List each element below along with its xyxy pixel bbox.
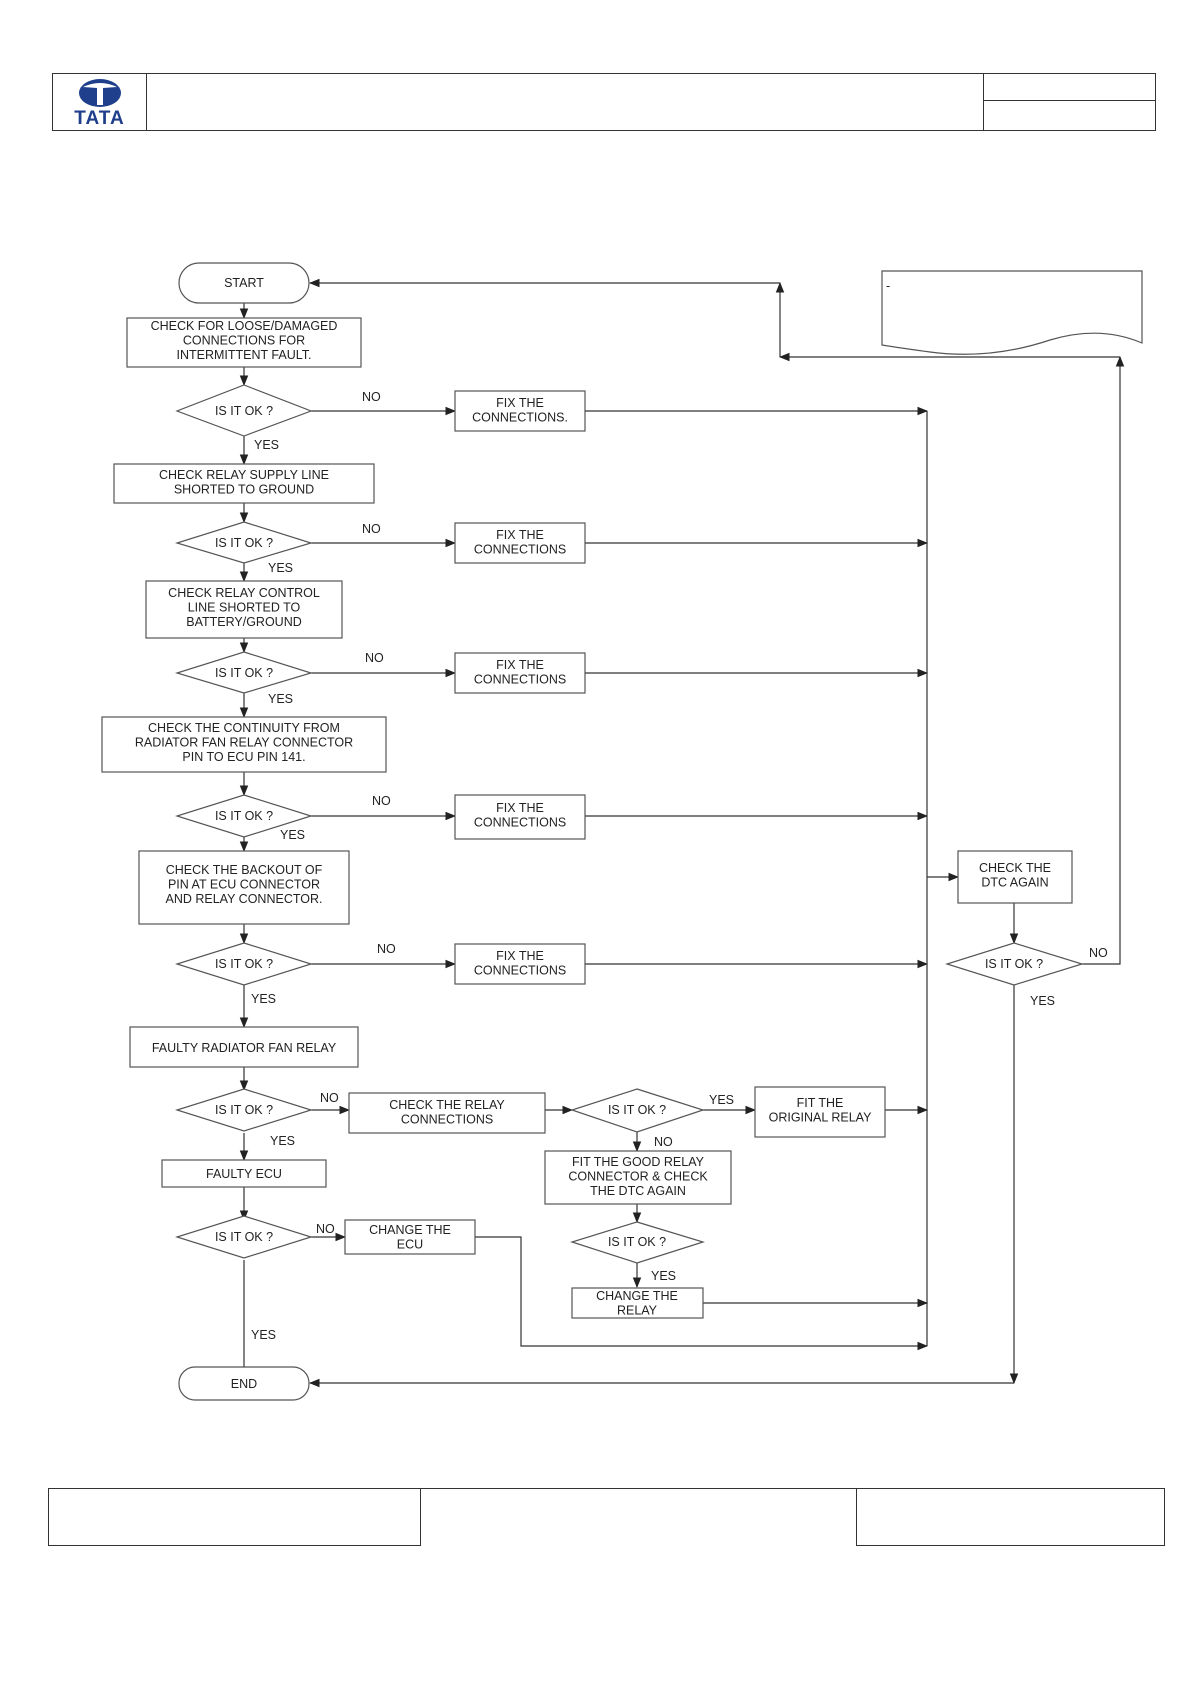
yes-label: YES — [270, 1134, 295, 1148]
decision-4: IS IT OK ? — [174, 794, 314, 838]
no-label: NO — [377, 942, 396, 956]
no-label: NO — [362, 522, 381, 536]
connectors — [239, 278, 1125, 1390]
svg-text:IS IT OK ?: IS IT OK ? — [215, 957, 273, 971]
svg-text:IS IT OK ?: IS IT OK ? — [215, 404, 273, 418]
decision-7: IS IT OK ? — [174, 1215, 314, 1259]
yes-label: YES — [1030, 994, 1055, 1008]
no-label: NO — [320, 1091, 339, 1105]
header-table: TATA — [52, 73, 1156, 131]
header-right-cells — [983, 74, 1155, 130]
start-terminal: START — [178, 262, 310, 304]
end-terminal: END — [178, 1366, 310, 1401]
yes-label: YES — [709, 1093, 734, 1107]
no-label: NO — [365, 651, 384, 665]
no-label: NO — [1089, 946, 1108, 960]
yes-label: YES — [254, 438, 279, 452]
yes-label: YES — [268, 692, 293, 706]
svg-text:IS IT OK ?: IS IT OK ? — [215, 536, 273, 550]
decision-2: IS IT OK ? — [174, 521, 314, 564]
decision-1: IS IT OK ? — [175, 384, 313, 437]
decision-relay-conn: IS IT OK ? — [570, 1088, 705, 1133]
svg-text:IS IT OK ?: IS IT OK ? — [608, 1103, 666, 1117]
svg-text:IS IT OK ?: IS IT OK ? — [215, 666, 273, 680]
footer-right-cell — [856, 1488, 1165, 1546]
yes-label: YES — [280, 828, 305, 842]
note-box: - — [881, 270, 1143, 355]
end-label: END — [231, 1377, 257, 1391]
svg-text:FAULTY ECU: FAULTY ECU — [206, 1167, 282, 1181]
footer-left-cell — [48, 1488, 421, 1546]
decision-5: IS IT OK ? — [174, 942, 314, 986]
svg-text:IS IT OK ?: IS IT OK ? — [215, 809, 273, 823]
tata-logo-icon — [79, 79, 121, 107]
logo-cell: TATA — [53, 74, 147, 130]
svg-text:FAULTY RADIATOR FAN RELAY: FAULTY RADIATOR FAN RELAY — [152, 1041, 337, 1055]
start-label: START — [224, 276, 264, 290]
yes-label: YES — [251, 992, 276, 1006]
no-label: NO — [362, 390, 381, 404]
no-label: NO — [316, 1222, 335, 1236]
svg-text:IS IT OK ?: IS IT OK ? — [985, 957, 1043, 971]
branch-labels: NO YES NO YES NO YES NO YES NO YES NO YE… — [251, 390, 1108, 1342]
svg-text:IS IT OK ?: IS IT OK ? — [215, 1103, 273, 1117]
no-label: NO — [654, 1135, 673, 1149]
no-label: NO — [372, 794, 391, 808]
decision-good-relay: IS IT OK ? — [570, 1221, 706, 1264]
note-mark: - — [886, 279, 890, 293]
yes-label: YES — [251, 1328, 276, 1342]
step-faulty-relay: FAULTY RADIATOR FAN RELAY — [129, 1026, 359, 1068]
yes-label: YES — [651, 1269, 676, 1283]
svg-text:IS IT OK ?: IS IT OK ? — [608, 1235, 666, 1249]
decision-dtc: IS IT OK ? — [944, 942, 1085, 986]
svg-text:IS IT OK ?: IS IT OK ? — [215, 1230, 273, 1244]
step-faulty-ecu: FAULTY ECU — [161, 1159, 327, 1188]
decision-3: IS IT OK ? — [174, 651, 314, 694]
yes-label: YES — [268, 561, 293, 575]
logo-text: TATA — [74, 108, 125, 129]
decision-6: IS IT OK ? — [174, 1088, 314, 1132]
footer-middle-rule — [421, 1488, 856, 1489]
